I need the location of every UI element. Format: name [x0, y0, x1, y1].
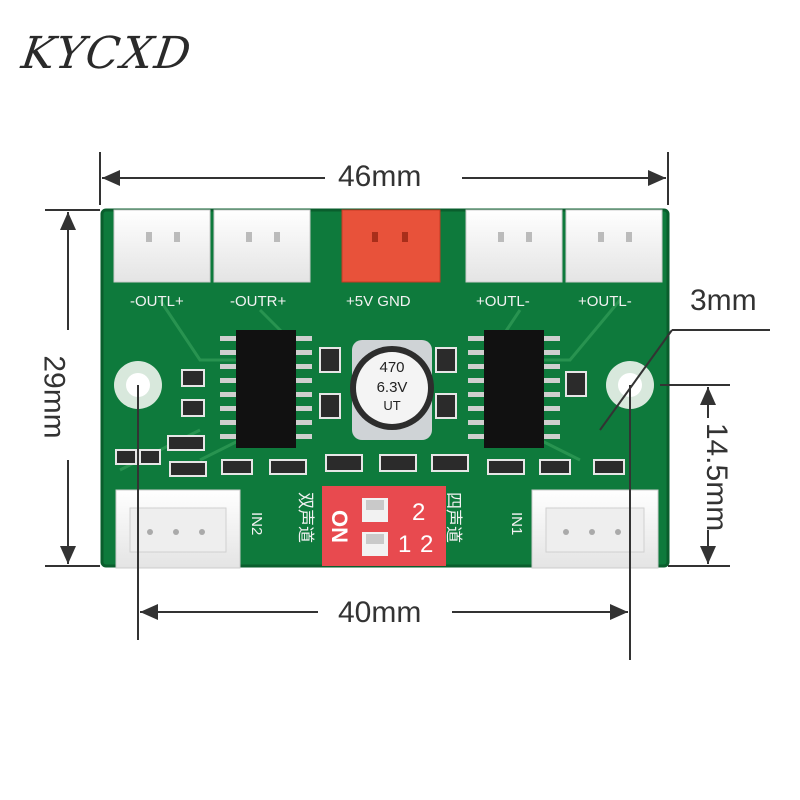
- label-power: +5V GND: [346, 293, 411, 310]
- dip-num-1: 1: [398, 531, 411, 558]
- label-outl-r2: +OUTL-: [578, 293, 632, 310]
- capacitor: 470 6.3V UT: [350, 340, 434, 440]
- connector-power: [341, 209, 441, 283]
- connector-outl-right-2: [565, 209, 663, 283]
- dimension-height: 29mm: [37, 355, 71, 439]
- dimension-lines: [45, 152, 770, 660]
- dimension-width: 46mm: [338, 160, 422, 193]
- label-outr: -OUTR+: [230, 293, 286, 310]
- connector-in2: [115, 489, 241, 569]
- cap-label-2: 6.3V: [377, 379, 408, 396]
- label-dual-channel: 双声道: [295, 492, 315, 543]
- dip-num-2-top: 2: [412, 499, 425, 526]
- smd-components: [115, 347, 625, 477]
- connector-outr: [213, 209, 311, 283]
- label-in2: IN2: [248, 512, 265, 535]
- dimension-hole-diameter: 3mm: [690, 284, 757, 317]
- label-in1: IN1: [508, 512, 525, 535]
- cap-label-3: UT: [383, 398, 400, 413]
- label-outl: -OUTL+: [130, 293, 184, 310]
- connector-in1: [531, 489, 659, 569]
- dip-on-label: ON: [327, 510, 352, 543]
- dimension-hole-offset: 14.5mm: [700, 422, 734, 532]
- dip-num-2: 2: [420, 531, 433, 558]
- dip-switch: ON 2 1 2: [322, 486, 446, 566]
- dimension-hole-spacing: 40mm: [338, 596, 422, 629]
- cap-label-1: 470: [379, 359, 404, 376]
- connector-outl-right-1: [465, 209, 563, 283]
- connector-outl-left: [113, 209, 211, 283]
- amp-chip-left: [220, 330, 312, 448]
- label-outl-r1: +OUTL-: [476, 293, 530, 310]
- amp-chip-right: [468, 330, 560, 448]
- label-quad-channel: 四声道: [443, 492, 463, 543]
